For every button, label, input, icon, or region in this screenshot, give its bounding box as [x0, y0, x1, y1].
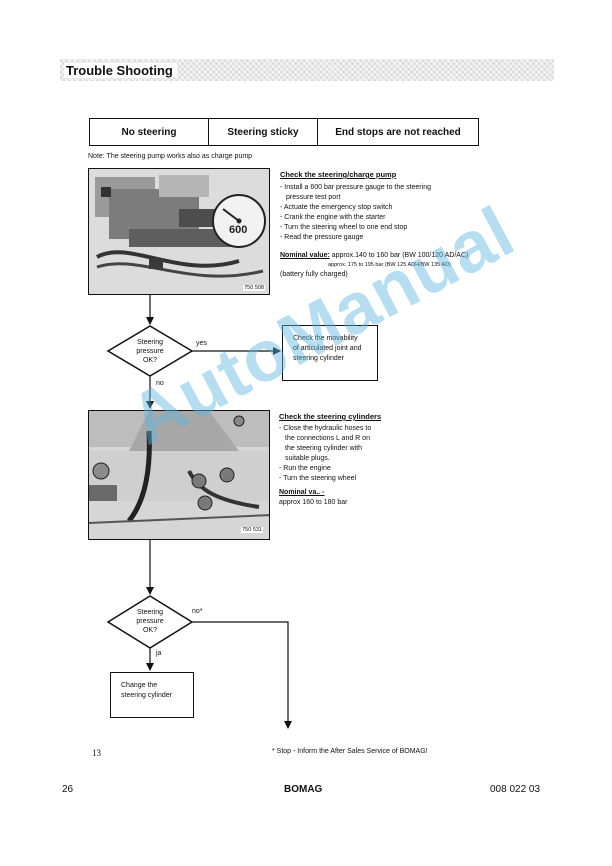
nominal-label: Nominal value:: [280, 252, 330, 259]
nominal-value: approx.140 to 160 bar (BW 100/120 AD/AC): [331, 252, 469, 259]
symptom-steering-sticky: Steering sticky: [209, 119, 318, 145]
decision2-yes-label: ja: [156, 650, 162, 657]
photo-id: 750 531: [241, 527, 263, 533]
box-line: steering cylinder: [121, 692, 172, 699]
list-item: - Turn the steering wheel to one end sto…: [280, 224, 408, 231]
footer-page-number: 26: [62, 784, 74, 795]
decision-line: pressure: [136, 618, 164, 625]
list-item: pressure test port: [286, 194, 341, 201]
step2-nominal: Nominal va.. -: [279, 488, 325, 498]
photo-id: 750 508: [243, 285, 265, 291]
nominal-value-2: approx. 175 to 195 bar (BW 125 ADH/BW 13…: [328, 262, 451, 268]
footer-brand: BOMAG: [284, 784, 323, 795]
symptom-no-steering: No steering: [90, 119, 209, 145]
footnote: * Stop - Inform the After Sales Service …: [272, 748, 428, 755]
decision2-label: Steering pressure OK?: [118, 608, 182, 635]
box-line: steering cylinder: [293, 355, 344, 362]
decision-line: pressure: [136, 348, 164, 355]
step1-title: Check the steering/charge pump: [280, 170, 397, 179]
symptom-table: No steering Steering sticky End stops ar…: [89, 118, 479, 146]
list-item: the steering cylinder with: [285, 445, 363, 452]
list-item: - Close the hydraulic hoses to: [279, 425, 372, 432]
decision-line: Steering: [136, 339, 164, 346]
list-item: - Crank the engine with the starter: [280, 214, 386, 221]
step1-list: - Install a 600 bar pressure gauge to th…: [280, 183, 431, 243]
symptom-end-stops: End stops are not reached: [335, 126, 461, 138]
step2-list: - Close the hydraulic hoses to the conne…: [279, 424, 371, 484]
cylinder-photo-drawing: [89, 411, 269, 539]
list-item: - Run the engine: [279, 465, 331, 472]
decision1-label: Steering pressure OK?: [118, 338, 182, 365]
check-articulated-joint-box: Check the movability of articulated join…: [282, 325, 378, 381]
step1-nominal: Nominal value: approx.140 to 160 bar (BW…: [280, 251, 468, 261]
page-mark: 13: [92, 748, 101, 758]
cylinder-photo: 750 531: [88, 410, 270, 540]
page-title: Trouble Shooting: [64, 63, 177, 78]
list-item: suitable plugs.: [285, 455, 330, 462]
decision-line: OK?: [142, 627, 157, 634]
pump-photo-drawing: 600: [89, 169, 269, 294]
box-line: of articulated joint and: [293, 345, 362, 352]
list-item: - Turn the steering wheel: [279, 475, 357, 482]
decision1-no-label: no: [156, 380, 164, 387]
decision1-yes-label: yes: [196, 340, 207, 347]
gauge-value: 600: [229, 224, 247, 236]
step2-title: Check the steering cylinders: [279, 412, 382, 421]
box-line: Check the movability: [293, 335, 358, 342]
decision2-no-label: no*: [192, 608, 203, 615]
list-item: - Read the pressure gauge: [280, 234, 364, 241]
list-item: - Install a 600 bar pressure gauge to th…: [280, 184, 431, 191]
change-cylinder-box: Change the steering cylinder: [110, 672, 194, 718]
note-text: Note: The steering pump works also as ch…: [88, 153, 253, 160]
nominal-note: (battery fully charged): [280, 271, 348, 278]
box-line: Change the: [121, 682, 158, 689]
step2-nominal-value: approx 160 to 180 bar: [279, 499, 348, 506]
footer-doc-number: 008 022 03: [490, 784, 541, 795]
list-item: - Actuate the emergency stop switch: [280, 204, 393, 211]
header-band: [60, 59, 554, 81]
pump-photo: 600 750 508: [88, 168, 270, 295]
nominal-label: Nominal va.. -: [279, 489, 325, 496]
decision-line: OK?: [142, 357, 157, 364]
list-item: the connections L and R on: [285, 435, 370, 442]
decision-line: Steering: [136, 609, 164, 616]
